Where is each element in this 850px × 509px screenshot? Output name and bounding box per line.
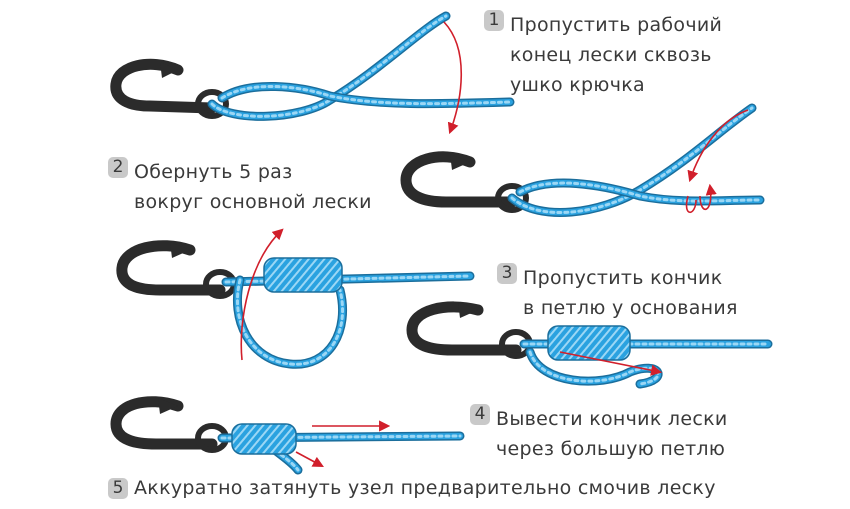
step-line: Аккуратно затянуть узел предварительно с… bbox=[134, 477, 716, 499]
step-number-badge: 4 bbox=[470, 404, 490, 425]
step-2-illustration bbox=[400, 103, 765, 217]
step-1: 1 Пропустить рабочий конец лески сквозь … bbox=[484, 10, 722, 100]
step-2: 2 Обернуть 5 раз вокруг основной лески bbox=[108, 157, 372, 217]
hook-icon bbox=[406, 301, 522, 356]
step-text: Обернуть 5 раз вокруг основной лески bbox=[134, 157, 372, 217]
step-text: Пропустить кончик в петлю у основания bbox=[523, 263, 738, 323]
hook-icon bbox=[116, 240, 226, 296]
hook-icon bbox=[400, 151, 518, 208]
hook-barb bbox=[160, 62, 178, 78]
step-text: Аккуратно затянуть узел предварительно с… bbox=[134, 478, 716, 499]
step-3: 3 Пропустить кончик в петлю у основания bbox=[497, 263, 738, 323]
step-2-wrapped-illustration bbox=[116, 228, 475, 369]
line-twist-highlight bbox=[235, 278, 345, 366]
step-line: Пропустить кончик bbox=[523, 267, 723, 289]
step-5: 5 Аккуратно затянуть узел предварительно… bbox=[108, 478, 716, 499]
line-twist-highlight bbox=[220, 84, 512, 106]
hook-barb bbox=[458, 302, 478, 318]
step-line: вокруг основной лески bbox=[134, 191, 372, 213]
threading-arrow bbox=[443, 21, 463, 135]
step-number-badge: 5 bbox=[108, 478, 128, 499]
line-wraps bbox=[263, 257, 343, 293]
hook-icon bbox=[110, 396, 218, 450]
line-twist-highlight bbox=[528, 350, 660, 386]
step-4-illustration bbox=[110, 396, 465, 475]
hook-eye bbox=[495, 183, 529, 213]
step-line: Вывести кончик лески bbox=[496, 408, 728, 430]
step-line: ушко крючка bbox=[510, 74, 645, 96]
hook-eye bbox=[195, 89, 229, 119]
wrap-loop-arrow bbox=[685, 186, 711, 214]
tuck-arrow bbox=[559, 351, 663, 376]
hook-barb bbox=[170, 242, 190, 258]
hook-barb bbox=[158, 398, 178, 414]
step-number-badge: 1 bbox=[484, 10, 504, 31]
hook-barb bbox=[450, 154, 470, 170]
step-line: Пропустить рабочий bbox=[510, 14, 723, 36]
step-text: Вывести кончик лески через большую петлю bbox=[496, 404, 728, 464]
lift-arrow bbox=[240, 228, 284, 361]
tightened-knot bbox=[231, 423, 297, 455]
step-line: Обернуть 5 раз bbox=[134, 161, 293, 183]
step-line: в петлю у основания bbox=[523, 297, 738, 319]
step-3-illustration bbox=[406, 301, 773, 389]
step-line: конец лески сквозь bbox=[510, 44, 712, 66]
pull-arrow-tag bbox=[295, 451, 324, 468]
wrap-arrow bbox=[687, 109, 749, 183]
line-twist-highlight bbox=[518, 181, 762, 203]
line-twist-highlight bbox=[220, 434, 462, 440]
step-1-illustration bbox=[110, 11, 515, 135]
step-4: 4 Вывести кончик лески через большую пет… bbox=[470, 404, 728, 464]
line-twist-highlight bbox=[510, 106, 754, 214]
step-number-badge: 2 bbox=[108, 157, 128, 178]
hook-icon bbox=[110, 58, 218, 114]
step-text: Пропустить рабочий конец лески сквозь уш… bbox=[510, 10, 722, 100]
step-number-badge: 3 bbox=[497, 263, 517, 284]
line-wraps bbox=[547, 325, 631, 361]
step-line: через большую петлю bbox=[496, 438, 726, 460]
